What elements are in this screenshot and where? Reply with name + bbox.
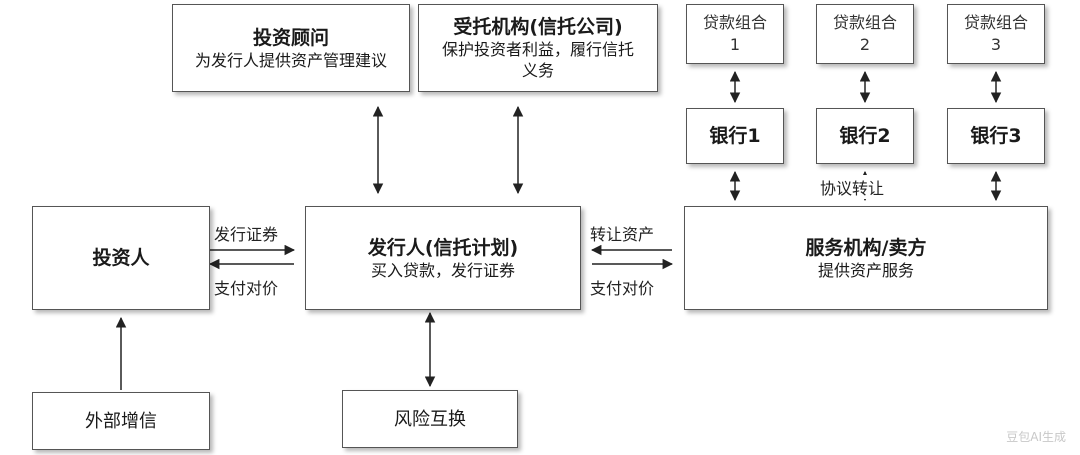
label-agreement-transfer: 协议转让 [820, 175, 885, 199]
external-credit-box: 外部增信 [32, 392, 210, 450]
label-pay-price-right: 支付对价 [590, 279, 655, 298]
loan-number: 3 [990, 35, 1002, 54]
watermark: 豆包AI生成 [1006, 430, 1066, 444]
loan-portfolio-1: 贷款组合 1 [686, 4, 784, 64]
risk-swap-box: 风险互换 [342, 390, 518, 448]
bank-label: 银行1 [709, 125, 761, 147]
servicer-box: 服务机构/卖方 提供资产服务 [684, 206, 1048, 310]
investor-box: 投资人 [32, 206, 210, 310]
loan-label: 贷款组合 [702, 13, 767, 32]
servicer-desc: 提供资产服务 [817, 260, 914, 280]
advisor-title: 投资顾问 [252, 26, 329, 49]
bank-label: 银行3 [970, 125, 1022, 147]
bank-1: 银行1 [686, 108, 784, 164]
external-credit-title: 外部增信 [85, 410, 157, 432]
label-pay-price-left: 支付对价 [214, 279, 279, 298]
issuer-desc: 买入贷款，发行证券 [370, 260, 515, 280]
trustee-box: 受托机构(信托公司) 保护投资者利益，履行信托义务 [418, 4, 658, 92]
label-transfer-assets: 转让资产 [590, 225, 655, 244]
bank-label: 银行2 [839, 125, 891, 147]
trustee-desc: 保护投资者利益，履行信托义务 [441, 40, 634, 80]
bank-2: 银行2 [816, 108, 914, 164]
loan-portfolio-2: 贷款组合 2 [816, 4, 914, 64]
loan-label: 贷款组合 [963, 13, 1028, 32]
advisor-desc: 为发行人提供资产管理建议 [194, 50, 387, 70]
investor-title: 投资人 [92, 247, 150, 269]
bank-3: 银行3 [947, 108, 1045, 164]
label-issue-securities: 发行证券 [214, 225, 279, 244]
loan-portfolio-3: 贷款组合 3 [947, 4, 1045, 64]
loan-number: 1 [729, 35, 741, 54]
issuer-title: 发行人(信托计划) [367, 236, 519, 259]
risk-swap-title: 风险互换 [394, 408, 466, 430]
servicer-title: 服务机构/卖方 [805, 236, 927, 259]
trustee-title: 受托机构(信托公司) [453, 16, 623, 38]
issuer-box: 发行人(信托计划) 买入贷款，发行证券 [305, 206, 581, 310]
loan-number: 2 [859, 35, 871, 54]
loan-label: 贷款组合 [832, 13, 897, 32]
advisor-box: 投资顾问 为发行人提供资产管理建议 [172, 4, 410, 92]
